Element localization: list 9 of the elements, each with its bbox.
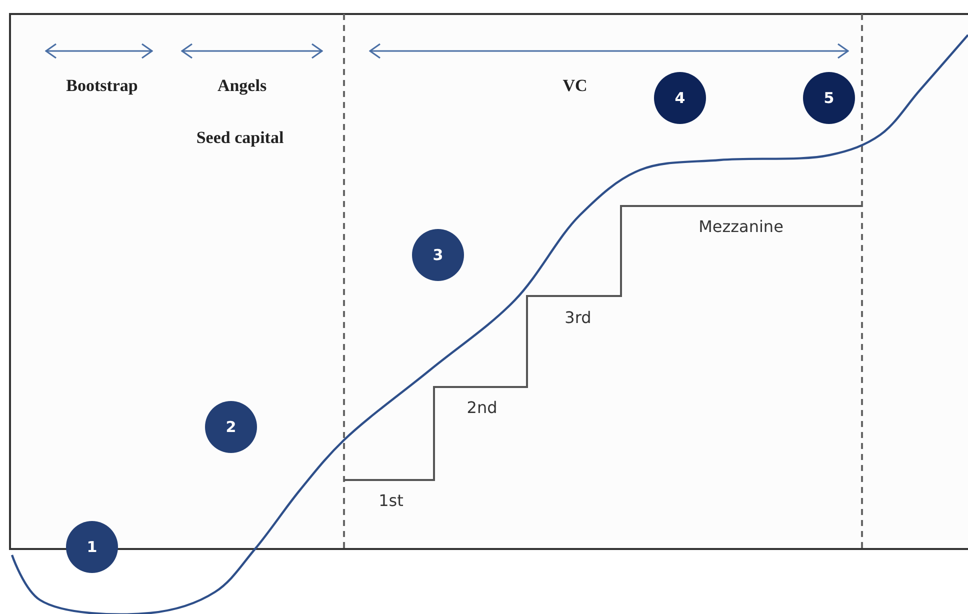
round-label: Mezzanine [698, 217, 784, 236]
step-number-circle: 1 [66, 521, 118, 573]
stage-label: Bootstrap [66, 76, 138, 96]
round-label: 2nd [466, 398, 498, 417]
stage-label: Seed capital [196, 128, 284, 148]
stage-label: VC [562, 76, 588, 96]
round-label: 1st [378, 491, 404, 510]
round-label: 3rd [564, 308, 592, 327]
stage-label: Angels [217, 76, 267, 96]
